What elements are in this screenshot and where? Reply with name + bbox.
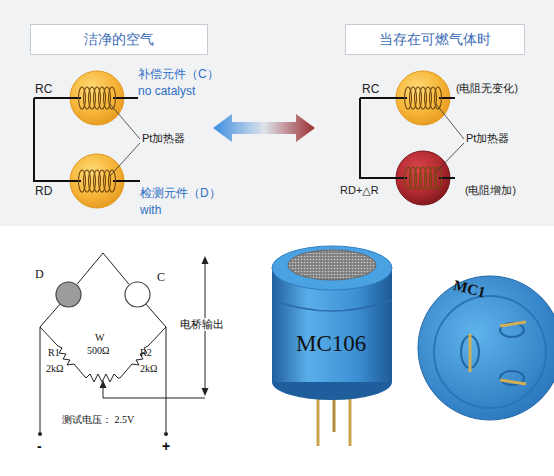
node-text: 当存在可燃气体时 <box>379 31 491 48</box>
wire-name: RD+△R <box>340 184 379 197</box>
detection-element <box>70 154 124 208</box>
pin-name: + <box>162 438 170 455</box>
resistor-value: 2kΩ <box>46 363 63 375</box>
state-note: (电阻无变化) <box>456 82 518 95</box>
resistor-name: R1 <box>48 347 60 359</box>
compensate-element-symbol: C <box>124 281 151 308</box>
resistor-name: R2 <box>140 347 152 359</box>
part-name: Pt加热器 <box>142 132 185 145</box>
sensor-pin <box>470 322 526 384</box>
compensation-element <box>396 71 450 125</box>
sensor-back <box>418 276 554 420</box>
node-circle <box>125 282 150 307</box>
part-name: 补偿元件（C） <box>138 67 219 81</box>
wire-name: RC <box>35 82 52 96</box>
resistor-value: 500Ω <box>87 345 109 357</box>
heater-coil <box>405 167 442 189</box>
part-name: 检测元件（D） <box>140 186 221 200</box>
sensor-base <box>418 276 554 420</box>
supply-note: 测试电压： 2.5V <box>62 414 134 426</box>
wire <box>40 327 58 346</box>
sensor-ridge <box>272 300 392 311</box>
wiper-wire <box>103 386 205 398</box>
leader-line <box>436 104 464 172</box>
part-note: with <box>140 203 161 217</box>
heater-coil <box>79 170 116 192</box>
leader-line <box>110 104 140 176</box>
detect-element-symbol: D <box>55 281 82 308</box>
panel-title: 当存在可燃气体时 <box>345 24 525 55</box>
sensor-front <box>272 246 392 446</box>
double-arrow <box>213 114 315 142</box>
product-marking: MC106 <box>296 330 366 358</box>
wire <box>34 98 140 181</box>
product-marking: MC1 <box>452 276 488 301</box>
output-arrow <box>202 388 209 396</box>
panel-title: 洁净的空气 <box>30 24 208 55</box>
terminal <box>38 432 42 436</box>
wire <box>77 253 129 284</box>
sensor-mesh <box>288 250 376 280</box>
wire <box>120 364 132 378</box>
node-circle <box>56 282 81 307</box>
part-note: no catalyst <box>138 84 195 98</box>
sensor-ring <box>434 296 546 408</box>
heater-coil <box>79 87 116 109</box>
bridge-circuit <box>40 262 205 432</box>
terminal <box>164 432 168 436</box>
top-panel <box>0 0 554 226</box>
part-name: Pt加热器 <box>466 132 509 145</box>
wire-name: RC <box>362 82 379 96</box>
resistor-name: W <box>95 332 104 344</box>
detection-element <box>396 151 450 205</box>
wiper-arrow <box>100 380 107 388</box>
heater-coil <box>405 87 442 109</box>
compensation-element <box>70 71 124 125</box>
resistor-symbol <box>58 346 74 365</box>
pin-name: - <box>37 438 42 455</box>
wire <box>74 364 86 378</box>
signal-name: 电桥输出 <box>180 318 224 331</box>
wire <box>148 327 166 346</box>
node-text: C <box>157 270 165 284</box>
sensor-top <box>272 246 392 290</box>
node-outline <box>55 281 82 308</box>
node-text: D <box>35 267 44 281</box>
state-note: (电阻增加) <box>465 184 516 197</box>
terminal-wire <box>40 327 166 432</box>
wire-name: RD <box>35 184 52 198</box>
resistor-value: 2kΩ <box>140 363 157 375</box>
output-arrow <box>202 256 209 264</box>
node-outline <box>124 281 151 308</box>
node-text: 洁净的空气 <box>84 31 154 48</box>
